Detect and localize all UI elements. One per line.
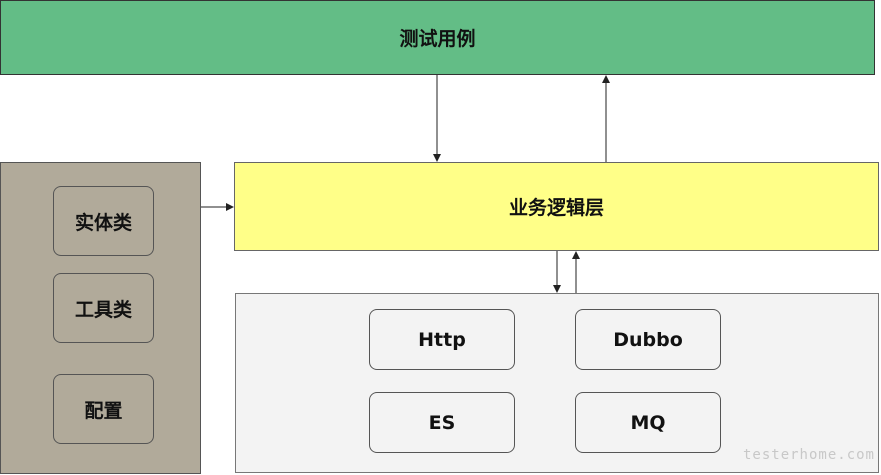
test-cases-layer: 测试用例 — [0, 0, 875, 75]
config-label: 配置 — [84, 399, 123, 422]
mq-box: MQ — [575, 392, 721, 453]
entity-class-label: 实体类 — [74, 211, 132, 234]
support-panel: 实体类 工具类 配置 — [0, 162, 201, 474]
dubbo-box: Dubbo — [575, 309, 721, 370]
business-logic-layer: 业务逻辑层 — [234, 162, 879, 251]
config-box: 配置 — [53, 374, 154, 444]
protocol-panel: Http Dubbo ES MQ — [235, 293, 879, 473]
http-box: Http — [369, 309, 515, 370]
utility-class-box: 工具类 — [53, 273, 154, 343]
http-label: Http — [418, 328, 466, 351]
utility-class-label: 工具类 — [74, 298, 132, 321]
dubbo-label: Dubbo — [613, 328, 683, 351]
mq-label: MQ — [630, 411, 666, 434]
es-box: ES — [369, 392, 515, 453]
business-logic-label: 业务逻辑层 — [508, 197, 604, 219]
entity-class-box: 实体类 — [53, 186, 154, 256]
watermark: testerhome.com — [742, 447, 875, 463]
test-cases-label: 测试用例 — [399, 28, 476, 50]
es-label: ES — [428, 411, 456, 434]
